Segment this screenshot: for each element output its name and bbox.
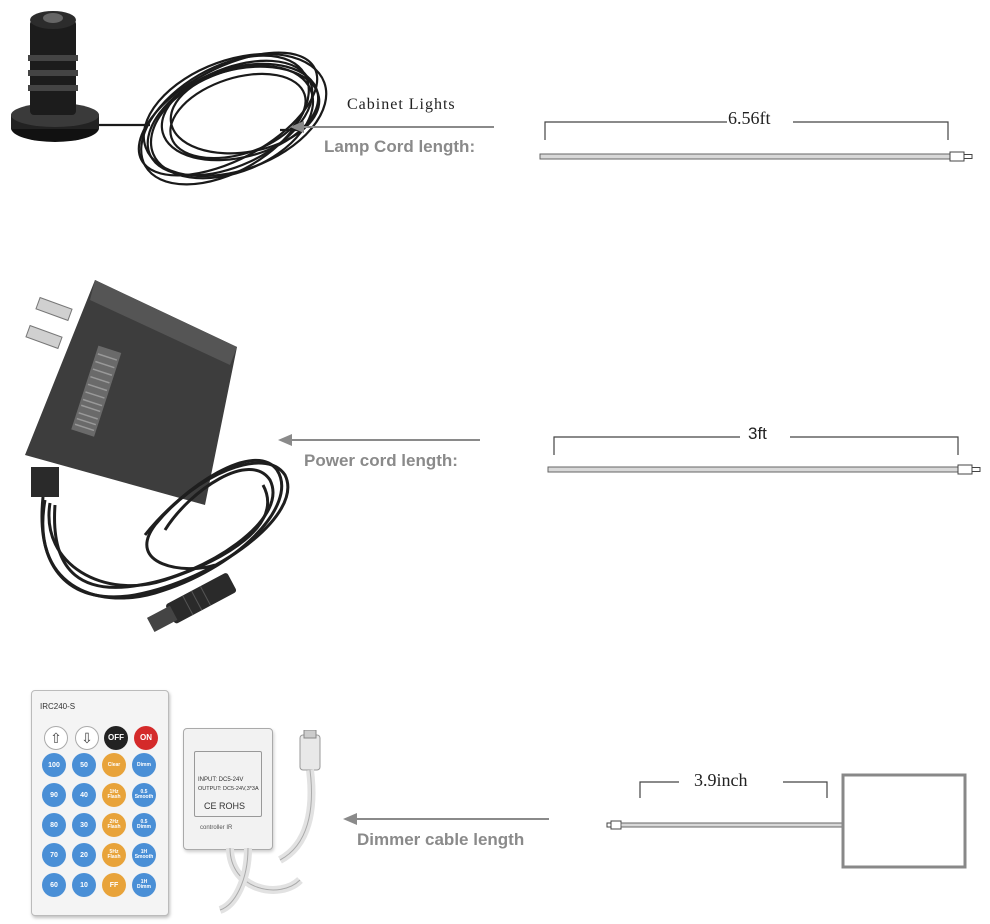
power-adapter-image bbox=[15, 275, 315, 655]
remote-button: 50 bbox=[72, 753, 96, 777]
lamp-cord-measure bbox=[539, 121, 973, 162]
remote-on-button: ON bbox=[134, 726, 158, 750]
remote-button: FF bbox=[102, 873, 126, 897]
remote-button: 1H Dimm bbox=[132, 873, 156, 897]
remote-button: 100 bbox=[42, 753, 66, 777]
lamp-cord-label: Lamp Cord length: bbox=[324, 137, 476, 156]
dimmer-cable-measure bbox=[606, 773, 967, 869]
arrow-2 bbox=[278, 434, 480, 446]
remote-button: 70 bbox=[42, 843, 66, 867]
remote-button: Clear bbox=[102, 753, 126, 777]
remote-button: 10 bbox=[72, 873, 96, 897]
arrow-3 bbox=[343, 813, 549, 825]
dimmer-cable-measure-text: 3.9inch bbox=[694, 770, 748, 790]
lamp-cord-measure-text: 6.56ft bbox=[728, 108, 771, 128]
controller-marks: CE ROHS bbox=[204, 801, 246, 811]
remote-button: 80 bbox=[42, 813, 66, 837]
remote-button: 30 bbox=[72, 813, 96, 837]
remote-button: Dimm bbox=[132, 753, 156, 777]
remote-button: 90 bbox=[42, 783, 66, 807]
power-cord-measure bbox=[547, 436, 981, 475]
remote-button: 60 bbox=[42, 873, 66, 897]
controller-inner-frame bbox=[194, 751, 262, 817]
dimmer-cable-label: Dimmer cable length bbox=[357, 830, 525, 849]
controller-input: INPUT: DC5-24V bbox=[198, 777, 244, 783]
remote-button: 0.5 Dimm bbox=[132, 813, 156, 837]
controller-output: OUTPUT: DC5-24V,3*3A bbox=[198, 786, 259, 792]
up-arrow-icon: ⇧ bbox=[44, 726, 68, 750]
cabinet-lights-title: Cabinet Lights bbox=[347, 96, 456, 113]
remote-button: 1Hz Flash bbox=[102, 783, 126, 807]
remote-button: 1H Smooth bbox=[132, 843, 156, 867]
cabinet-light-image bbox=[0, 0, 340, 200]
remote-button: 0.5 Smooth bbox=[132, 783, 156, 807]
dimmer-controller: INPUT: DC5-24V OUTPUT: DC5-24V,3*3A CE R… bbox=[183, 728, 273, 850]
arrow-1 bbox=[290, 121, 494, 133]
power-cord-measure-text: 3ft bbox=[748, 424, 767, 443]
remote-model: IRC240-S bbox=[40, 702, 76, 711]
controller-cable bbox=[218, 730, 321, 914]
remote-button: 20 bbox=[72, 843, 96, 867]
remote-off-button: OFF bbox=[104, 726, 128, 750]
remote-button: 2Hz Flash bbox=[102, 813, 126, 837]
power-cord-label: Power cord length: bbox=[304, 451, 458, 470]
controller-footer: controller IR bbox=[200, 825, 233, 831]
remote-button: 40 bbox=[72, 783, 96, 807]
down-arrow-icon: ⇩ bbox=[75, 726, 99, 750]
remote-button: 5Hz Flash bbox=[102, 843, 126, 867]
